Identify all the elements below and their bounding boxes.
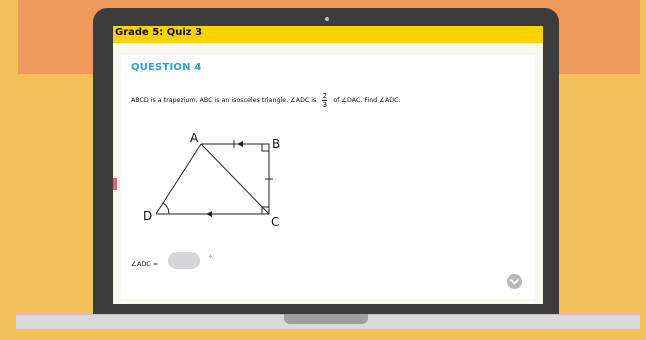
fraction-denominator: 3 [322,101,328,109]
angle-arc-d [162,202,170,215]
right-angle-b [261,143,270,152]
trapezium-diagram: A B C D [143,131,280,228]
label-a: A [190,131,199,145]
next-button[interactable] [507,274,522,289]
quiz-title: Grade 5: Quiz 3 [115,27,203,38]
quiz-screen: Grade 5: Quiz 3 QUESTION 4 ABCD is a tra… [113,26,543,304]
question-text: ABCD is a trapezium. ABC is an isosceles… [131,92,401,109]
fraction: 2 3 [322,92,328,109]
title-bar: Grade 5: Quiz 3 [113,26,543,43]
label-b: B [272,137,280,151]
answer-input[interactable] [168,252,200,269]
answer-label: ∠ADC = [131,260,159,268]
question-card: QUESTION 4 ABCD is a trapezium. ABC is a… [121,55,535,299]
degree-unit: ° [209,255,212,262]
background-bottom [0,329,646,340]
label-c: C [271,215,279,228]
fraction-numerator: 2 [322,92,328,100]
question-text-after: of ∠DAC. Find ∠ADC. [333,97,401,104]
side-da [155,143,202,215]
laptop-notch [284,314,368,324]
label-d: D [143,209,152,223]
fraction-bar [322,100,328,101]
parallel-arrow-ab [237,141,243,147]
question-heading: QUESTION 4 [131,62,202,73]
parallel-arrow-dc [206,211,212,217]
camera-dot [325,17,329,21]
chevron-down-icon [510,279,519,285]
side-tab[interactable] [113,178,117,190]
right-angle-c [261,206,270,215]
diagonal-ac [200,143,270,215]
question-text-before: ABCD is a trapezium. ABC is an isosceles… [131,97,317,104]
